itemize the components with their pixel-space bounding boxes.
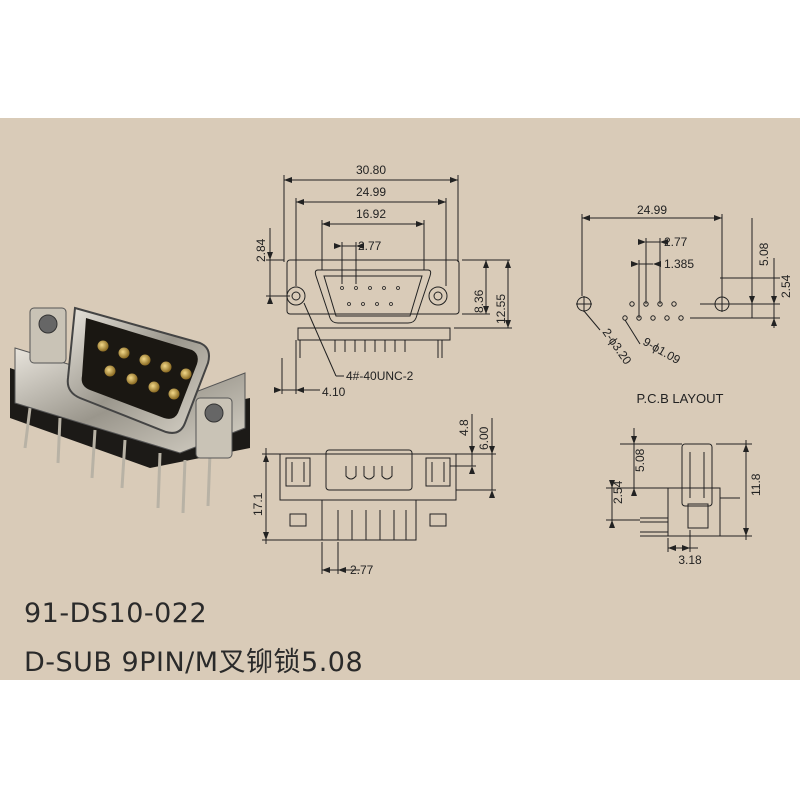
dim-top-offset: 2.84 [254, 238, 268, 262]
screw-callout: 4#-40UNC-2 [346, 369, 414, 383]
connector-photo [10, 306, 250, 514]
dim-overall-width: 30.80 [356, 163, 386, 177]
technical-drawing: 30.80 24.99 16.92 2.77 2.84 8.36 12.55 4… [10, 163, 793, 577]
pcb-arrows [582, 215, 777, 326]
pcb-row-spacing-b: 2.54 [779, 274, 793, 298]
drawing-sheet: 30.80 24.99 16.92 2.77 2.84 8.36 12.55 4… [0, 118, 800, 680]
dim-overall-height: 12.55 [494, 294, 508, 324]
bottom-view [262, 414, 496, 574]
front-view [266, 175, 512, 394]
dim-flange-width: 24.99 [356, 185, 386, 199]
pcb-layout-title: P.C.B LAYOUT [637, 391, 724, 406]
side-view-arrows [609, 436, 749, 551]
bottom-height: 17.1 [251, 492, 265, 516]
pcb-row-spacing-a: 5.08 [757, 242, 771, 266]
dim-pin-pitch: 2.77 [358, 239, 382, 253]
bottom-dim-a: 4.8 [457, 419, 471, 436]
dim-flange-offset: 4.10 [322, 385, 346, 399]
dim-pin-height: 8.36 [472, 289, 486, 313]
pcb-width: 24.99 [637, 203, 667, 217]
bottom-dim-b: 6.00 [477, 426, 491, 450]
part-description: D-SUB 9PIN/M叉铆锁5.08 [24, 647, 364, 678]
pcb-pin-hole: 9-ϕ1.09 [641, 334, 684, 367]
front-view-arrows [267, 177, 511, 393]
side-view [606, 428, 752, 552]
dim-shell-width: 16.92 [356, 207, 386, 221]
pcb-half-pitch: 1.385 [664, 257, 694, 271]
bottom-view-arrows [263, 446, 495, 573]
bottom-pitch: 2.77 [350, 563, 374, 577]
pcb-layout [576, 214, 780, 345]
pcb-pitch: 2.77 [664, 235, 688, 249]
part-number: 91-DS10-022 [24, 598, 208, 629]
pcb-mount-hole: 2-ϕ3.20 [600, 326, 635, 368]
side-depth: 3.18 [678, 553, 702, 567]
side-height: 11.8 [749, 473, 763, 496]
side-dim-b: 2.54 [611, 480, 625, 504]
side-dim-a: 5.08 [633, 448, 647, 472]
